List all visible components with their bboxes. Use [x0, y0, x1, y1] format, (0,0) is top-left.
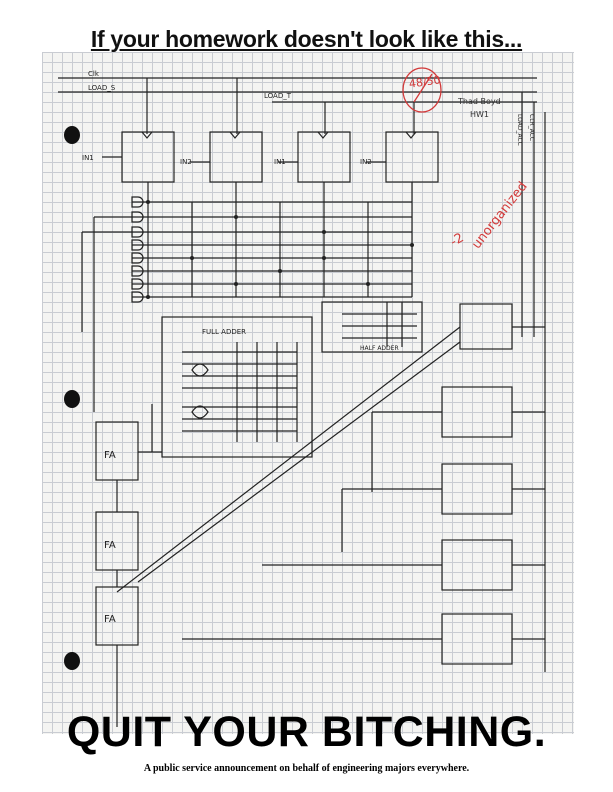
label-load-t: LOAD_T [264, 92, 292, 100]
and-gate-column [81, 196, 144, 412]
binder-hole-bottom [64, 652, 80, 670]
student-name: Thad Boyd [457, 97, 501, 106]
binder-hole-top [64, 126, 80, 144]
label-in2-b: IN2 [360, 158, 372, 166]
half-adder-block [321, 301, 423, 353]
bus-junction-dots [146, 200, 414, 299]
label-fa-2: FA [104, 540, 116, 551]
fa-cascade [95, 404, 162, 727]
label-fa-1: FA [104, 450, 116, 461]
diagonal-wires [116, 326, 461, 593]
label-load-s: LOAD_S [88, 84, 116, 92]
binder-hole-middle [64, 390, 80, 408]
label-fa-3: FA [104, 614, 116, 625]
footer-announcement: A public service announcement on behalf … [143, 763, 470, 774]
full-adder-block [161, 316, 313, 458]
label-full-adder: FULL ADDER [202, 328, 246, 336]
label-in1-a: IN1 [82, 154, 94, 162]
label-clk: Clk [88, 70, 100, 78]
register-outputs [132, 182, 413, 298]
headline: If your homework doesn't look like this.… [90, 26, 523, 52]
input-registers [102, 131, 439, 183]
label-in1-b: IN1 [274, 158, 286, 166]
graph-paper-homework: Clk LOAD_S LOAD_T LOAD_ACC CLR_ACC IN1 I… [42, 52, 574, 734]
grade-circle [402, 67, 442, 113]
grader-deduction: -2 [448, 230, 467, 249]
assignment-label: HW1 [470, 110, 489, 119]
accumulator-registers [182, 303, 545, 665]
label-in2-a: IN2 [180, 158, 192, 166]
label-half-adder: HALF ADDER [360, 345, 399, 352]
control-lines [58, 77, 546, 672]
circuit-schematic: Clk LOAD_S LOAD_T LOAD_ACC CLR_ACC IN1 I… [58, 67, 546, 727]
tagline: QUIT YOUR BITCHING. [66, 708, 547, 756]
label-load-acc: LOAD_ACC [516, 114, 523, 146]
grade-score: 48/50 [408, 73, 441, 90]
label-clr-acc: CLR_ACC [528, 114, 535, 141]
